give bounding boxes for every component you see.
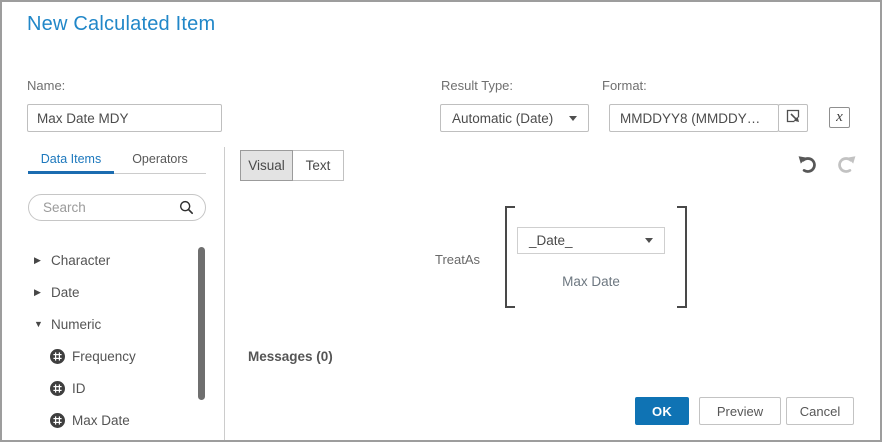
- numeric-measure-icon: [50, 412, 65, 428]
- tab-data-items[interactable]: Data Items: [28, 152, 114, 176]
- tree-item-label: Date: [51, 284, 80, 300]
- ok-button-label: OK: [651, 403, 673, 419]
- expand-arrow-icon[interactable]: ▶: [34, 254, 41, 265]
- tree-item-character[interactable]: ▶ Character: [28, 244, 193, 276]
- preview-button-label: Preview: [716, 403, 764, 419]
- panel-divider: [224, 147, 225, 440]
- expand-arrow-icon[interactable]: ▶: [34, 286, 41, 297]
- name-field-wrap: [27, 104, 222, 132]
- expression-type-dropdown[interactable]: _Date_: [517, 227, 665, 254]
- result-type-label: Result Type:: [441, 78, 514, 93]
- format-value: MMDDYY8 (MMDDY…: [620, 110, 761, 126]
- tree-item-id[interactable]: ID: [28, 372, 193, 404]
- expression-operand: Max Date: [562, 274, 620, 289]
- tree-item-label: ID: [72, 380, 86, 396]
- redo-button[interactable]: [835, 155, 857, 180]
- expression-operator: TreatAs: [435, 252, 481, 267]
- redo-icon: [835, 155, 857, 180]
- undo-icon: [797, 155, 819, 180]
- formula-x-icon[interactable]: x: [829, 107, 850, 128]
- format-picker-button[interactable]: [778, 104, 808, 132]
- tree-item-numeric[interactable]: ▼ Numeric: [28, 308, 193, 340]
- view-toggle-visual[interactable]: Visual: [240, 150, 293, 181]
- chevron-down-icon: [645, 238, 653, 243]
- result-type-dropdown[interactable]: Automatic (Date): [440, 104, 589, 132]
- tree-item-label: Frequency: [72, 348, 136, 364]
- expression-type-value: _Date_: [529, 233, 573, 248]
- right-bracket: [677, 206, 687, 308]
- numeric-measure-icon: [50, 348, 65, 364]
- tree-item-date[interactable]: ▶ Date: [28, 276, 193, 308]
- name-input[interactable]: [28, 105, 221, 131]
- preview-button[interactable]: Preview: [699, 397, 781, 425]
- cancel-button[interactable]: Cancel: [786, 397, 854, 425]
- tab-data-items-label: Data Items: [40, 152, 102, 166]
- search-input[interactable]: [43, 200, 178, 215]
- search-box[interactable]: [28, 194, 206, 221]
- ok-button[interactable]: OK: [635, 397, 689, 425]
- result-type-value: Automatic (Date): [452, 110, 554, 126]
- tree-item-label: Numeric: [51, 316, 102, 332]
- tree-item-label: Max Date: [72, 412, 130, 428]
- text-toggle-label: Text: [305, 158, 331, 173]
- tab-operators[interactable]: Operators: [114, 152, 206, 176]
- dialog-title: New Calculated Item: [27, 13, 216, 35]
- format-picker-icon: [785, 108, 801, 129]
- tree-item-label: Character: [51, 252, 111, 268]
- tab-active-underline: [28, 171, 114, 174]
- name-label: Name:: [27, 78, 66, 93]
- tree-item-frequency[interactable]: Frequency: [28, 340, 193, 372]
- tab-operators-label: Operators: [132, 152, 188, 166]
- format-field[interactable]: MMDDYY8 (MMDDY…: [609, 104, 779, 132]
- chevron-down-icon: [569, 115, 577, 121]
- messages-label[interactable]: Messages (0): [248, 349, 333, 364]
- tree-scrollbar[interactable]: [198, 247, 205, 400]
- undo-button[interactable]: [797, 155, 819, 180]
- view-toggle-text[interactable]: Text: [292, 150, 344, 181]
- tree-item-max-date[interactable]: Max Date: [28, 404, 193, 436]
- collapse-arrow-icon[interactable]: ▼: [34, 319, 43, 329]
- format-label: Format:: [602, 78, 647, 93]
- tab-separator: [28, 173, 206, 174]
- cancel-button-label: Cancel: [799, 403, 841, 419]
- numeric-measure-icon: [50, 380, 65, 396]
- visual-toggle-label: Visual: [248, 158, 285, 173]
- search-icon: [178, 199, 195, 216]
- left-bracket: [505, 206, 515, 308]
